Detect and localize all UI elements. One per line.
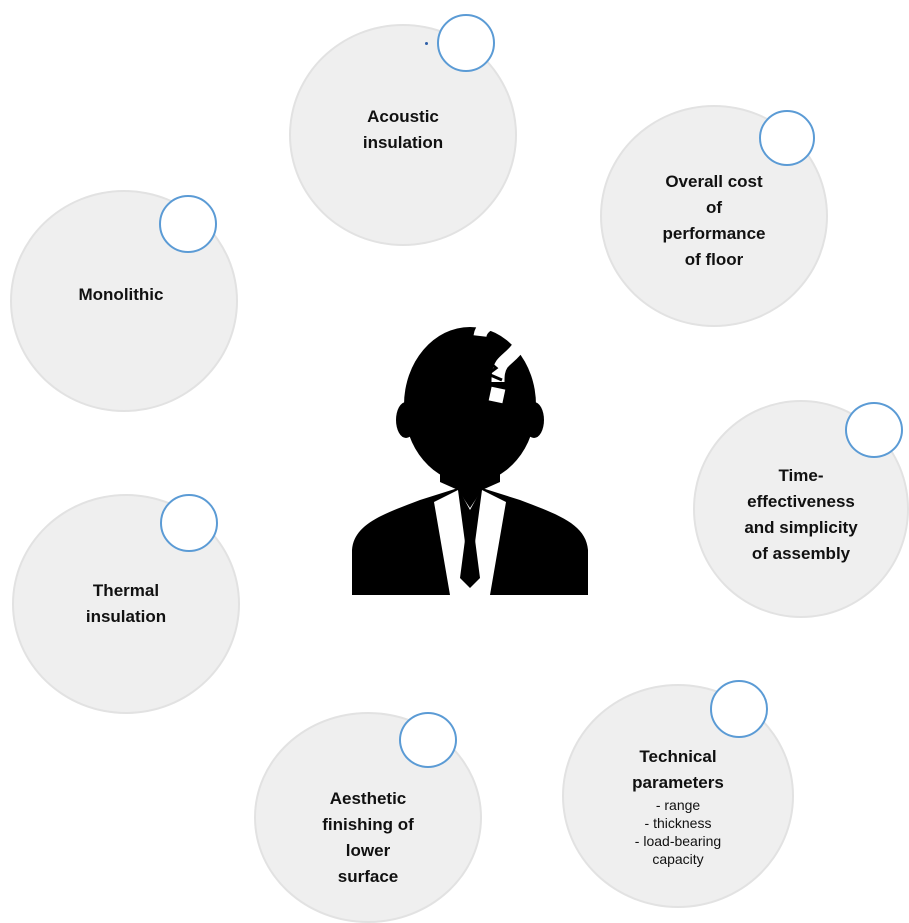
node-thermal-insulation-label: Thermal insulation: [85, 581, 167, 626]
node-time-effectiveness-label: Time- effectiveness and simplicity of as…: [744, 466, 858, 563]
question-mark-icon: [473, 315, 527, 383]
badge-time-effectiveness: [845, 402, 903, 458]
badge-acoustic: [437, 14, 495, 72]
marker-dot: [425, 42, 428, 45]
badge-thermal: [160, 494, 218, 552]
shirt-collar: [434, 490, 506, 595]
right-ear: [524, 402, 544, 438]
badge-monolithic: [159, 195, 217, 253]
node-technical-parameters-label: Technical parameters: [632, 747, 724, 792]
person-question-icon: [352, 315, 588, 595]
node-technical-parameters-details: - range - thickness - load-bearing capac…: [634, 797, 722, 867]
badge-technical: [710, 680, 768, 738]
badge-aesthetic: [399, 712, 457, 768]
node-acoustic-insulation-label: Acoustic insulation: [362, 107, 444, 152]
question-mark-crack: [475, 338, 503, 382]
node-aesthetic-finishing-label: Aesthetic finishing of lower surface: [322, 788, 414, 886]
tie-icon: [460, 518, 480, 588]
question-mark-dot: [488, 386, 506, 404]
node-overall-cost-label: Overall cost of performance of floor: [662, 172, 766, 269]
node-aesthetic-finishing: Aesthetic finishing of lower surface: [254, 712, 482, 923]
left-ear: [396, 402, 416, 438]
node-monolithic-label: Monolithic: [78, 285, 164, 304]
badge-overall-cost: [759, 110, 815, 166]
